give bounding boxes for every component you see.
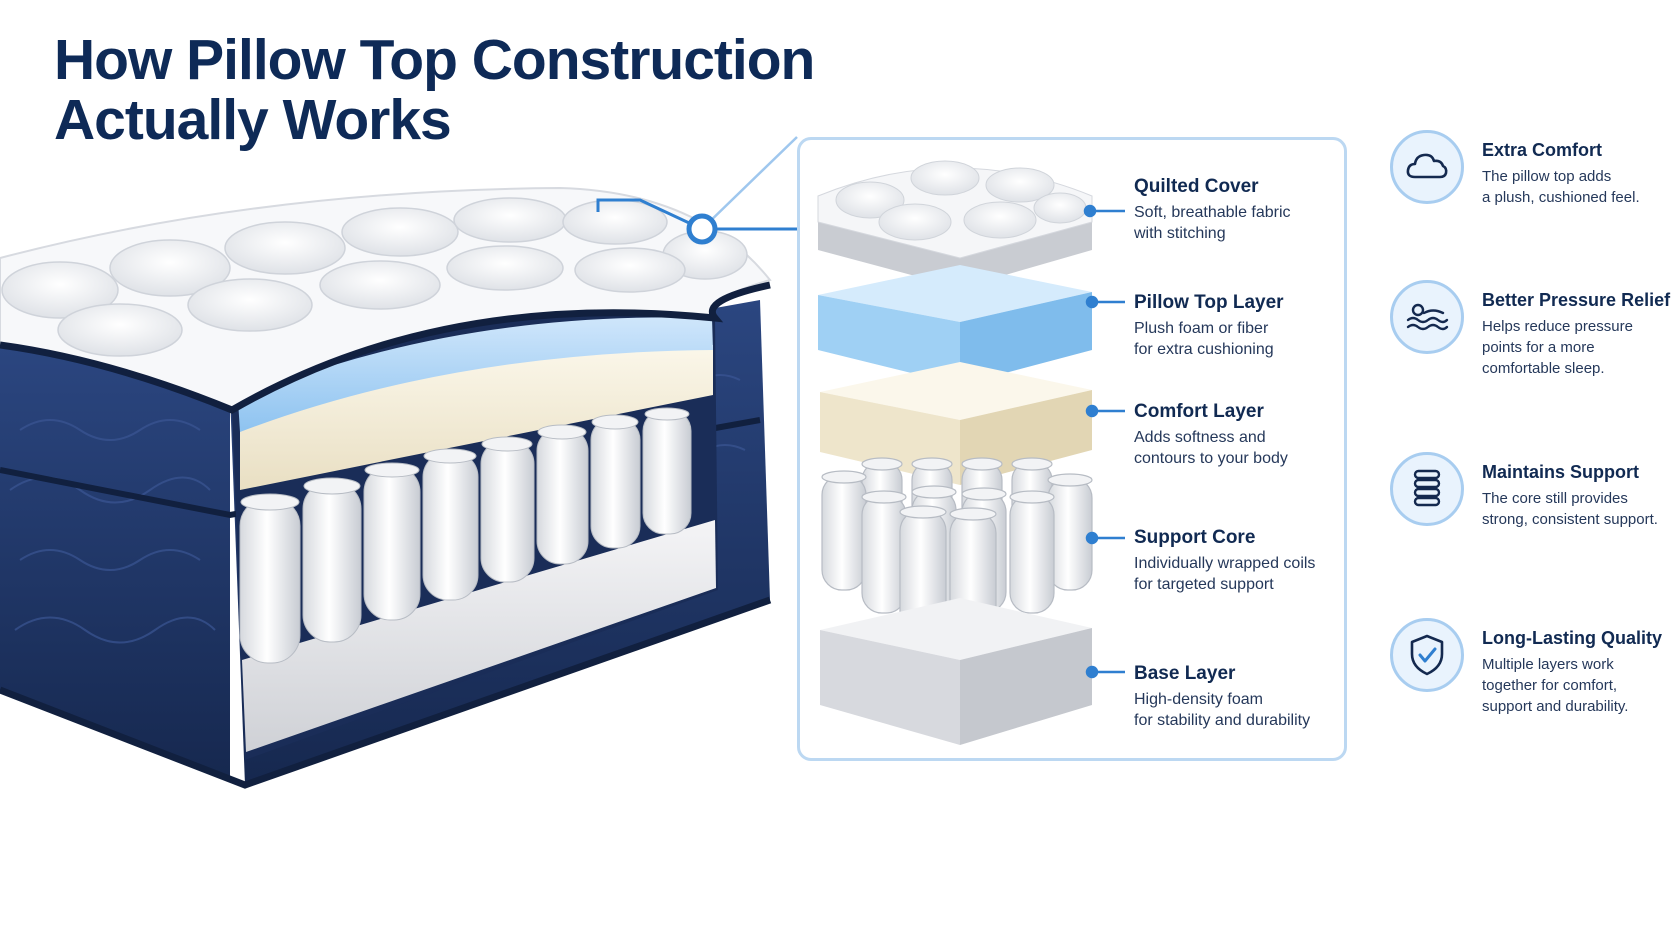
cutaway-mattress [0, 186, 772, 789]
layer-title: Pillow Top Layer [1134, 292, 1284, 313]
page-title: How Pillow Top Construction Actually Wor… [54, 28, 815, 152]
benefit-title: Long-Lasting Quality [1482, 628, 1662, 648]
layer-title: Quilted Cover [1134, 176, 1259, 197]
layer-label-pillow-top: Pillow Top Layer Plush foam or fiber for… [1134, 292, 1354, 360]
exploded-layers [817, 160, 1093, 745]
layer-desc-line-1: Individually wrapped coils [1134, 555, 1316, 572]
benefit-desc-line-2: strong, consistent support. [1482, 511, 1658, 528]
benefit-desc-line-1: Multiple layers work [1482, 656, 1614, 673]
benefit-title: Extra Comfort [1482, 140, 1603, 160]
benefit-title: Better Pressure Relief [1482, 290, 1671, 310]
layer-desc-line-1: Adds softness and [1134, 429, 1266, 446]
benefit-extra-comfort: Extra Comfort The pillow top adds a plus… [1390, 130, 1672, 240]
benefit-desc-line-2: together for comfort, [1482, 677, 1618, 694]
benefit-pressure-relief: Better Pressure Relief Helps reduce pres… [1390, 280, 1672, 390]
layer-desc-line-2: with stitching [1134, 225, 1226, 242]
layer-label-comfort: Comfort Layer Adds softness and contours… [1134, 401, 1354, 469]
callout-connector [596, 136, 798, 245]
layer-desc-line-2: contours to your body [1134, 450, 1288, 467]
benefit-desc-line-2: a plush, cushioned feel. [1482, 189, 1640, 206]
pillow-top-foam-cut [238, 317, 713, 432]
bottom-piping [0, 596, 772, 789]
title-line-2: Actually Works [54, 88, 452, 152]
coil-spring-icon [1390, 452, 1464, 526]
base-layer [820, 598, 1092, 745]
layer-desc-line-2: for extra cushioning [1134, 341, 1274, 358]
comfort-foam-cut [240, 345, 713, 490]
layer-label-quilted-cover: Quilted Cover Soft, breathable fabric wi… [1134, 176, 1354, 244]
top-piping [0, 281, 771, 414]
base-foam-cut [242, 520, 716, 752]
layer-desc-line-2: for targeted support [1134, 576, 1274, 593]
layer-title: Base Layer [1134, 663, 1236, 684]
pillow-top-layer [818, 265, 1092, 385]
callout-dot-icon [686, 213, 718, 245]
quilt-tufts [1, 197, 748, 357]
layer-desc-line-2: for stability and durability [1134, 712, 1311, 729]
layer-title: Comfort Layer [1134, 401, 1264, 422]
shield-check-icon [1390, 618, 1464, 692]
benefit-long-lasting: Long-Lasting Quality Multiple layers wor… [1390, 618, 1672, 728]
cloud-icon [1390, 130, 1464, 204]
layer-label-base: Base Layer High-density foam for stabili… [1134, 663, 1354, 731]
benefit-title: Maintains Support [1482, 462, 1639, 482]
layer-desc-line-1: High-density foam [1134, 691, 1263, 708]
mattress-side-panel [0, 345, 230, 780]
benefit-desc-line-2: points for a more [1482, 339, 1595, 356]
layer-label-support-core: Support Core Individually wrapped coils … [1134, 527, 1354, 595]
layer-leaders [1083, 204, 1125, 679]
layer-desc-line-1: Plush foam or fiber [1134, 320, 1269, 337]
layer-title: Support Core [1134, 527, 1256, 548]
benefit-desc-line-1: The core still provides [1482, 490, 1628, 507]
layer-desc-line-1: Soft, breathable fabric [1134, 204, 1291, 221]
quilted-cover-layer [817, 160, 1093, 288]
support-core-layer [821, 457, 1093, 638]
exploded-view-panel [797, 137, 1347, 761]
benefit-desc-line-1: The pillow top adds [1482, 168, 1612, 185]
benefit-desc-line-3: comfortable sleep. [1482, 360, 1605, 377]
benefit-desc-line-3: support and durability. [1482, 698, 1629, 715]
sleeper-icon [1390, 280, 1464, 354]
benefit-maintains-support: Maintains Support The core still provide… [1390, 452, 1672, 562]
coil-row [239, 407, 692, 664]
comfort-layer [820, 362, 1092, 485]
title-line-1: How Pillow Top Construction [54, 28, 815, 92]
benefit-desc-line-1: Helps reduce pressure [1482, 318, 1633, 335]
